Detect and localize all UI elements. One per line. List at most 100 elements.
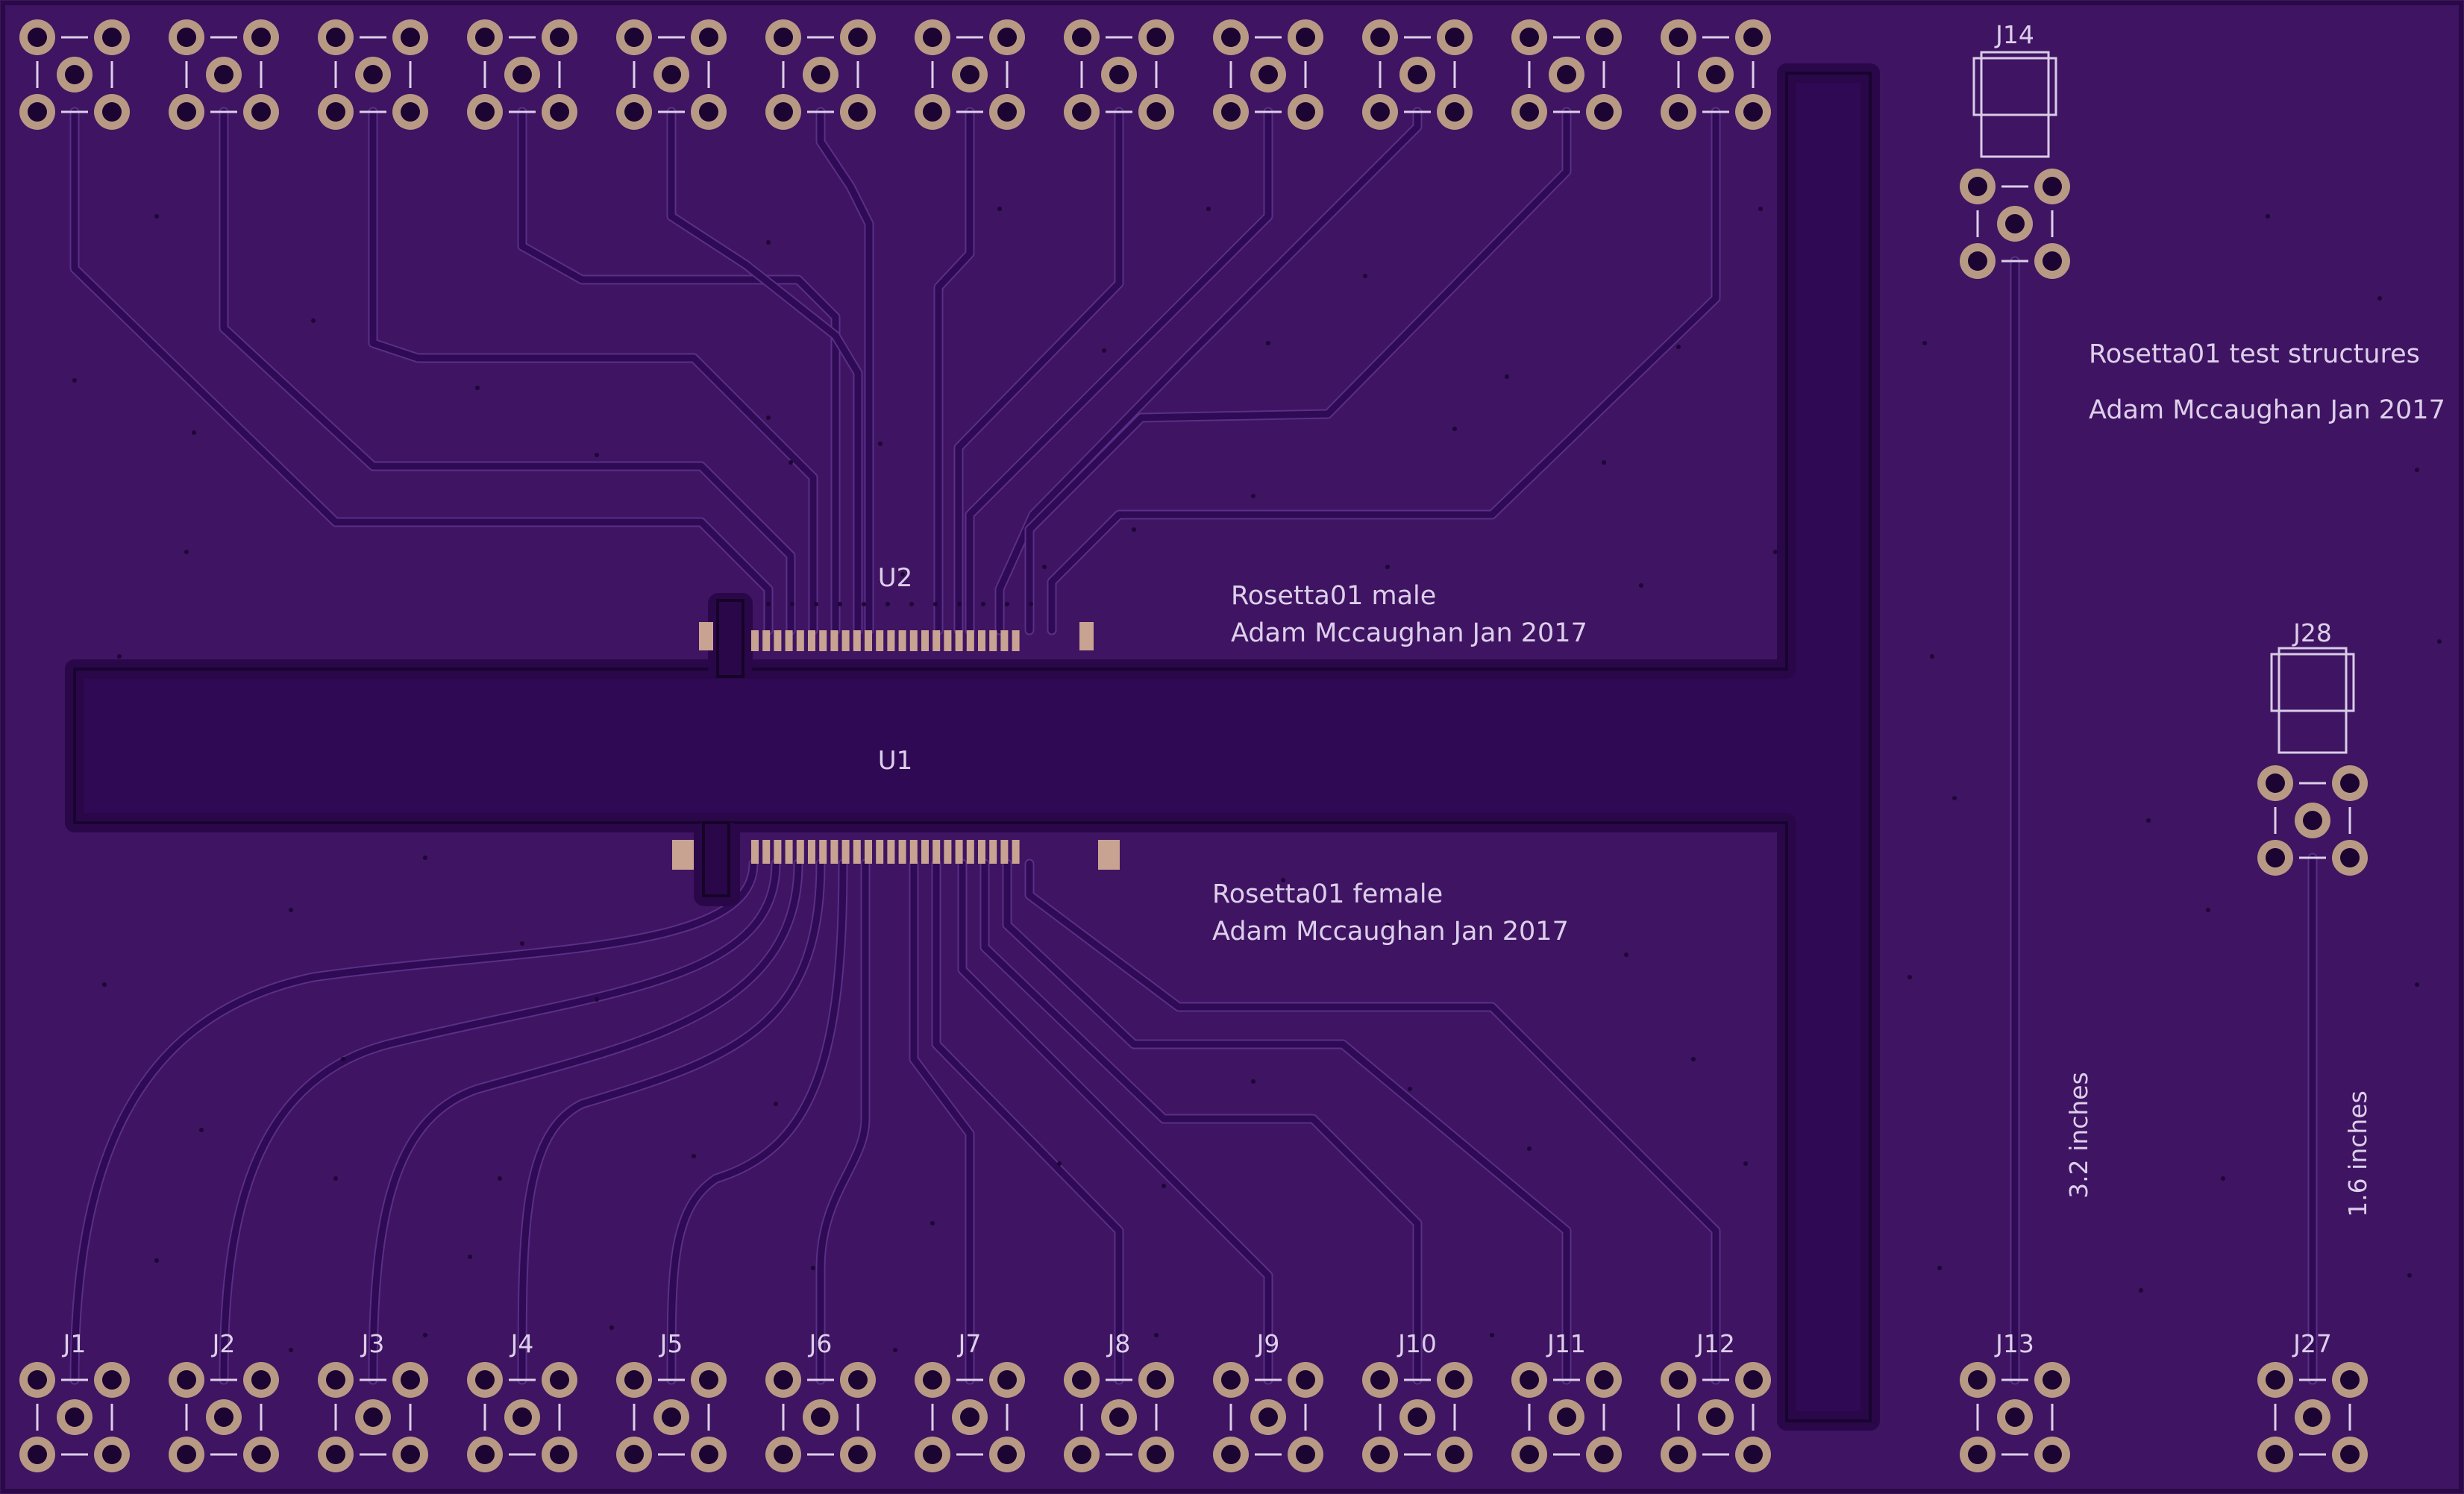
drill-hole-icon bbox=[848, 102, 868, 122]
via-icon bbox=[184, 550, 189, 554]
drill-hole-icon bbox=[1258, 1407, 1278, 1427]
via-icon bbox=[199, 1128, 204, 1132]
via-icon bbox=[2266, 214, 2270, 219]
silk-dashes bbox=[483, 36, 561, 113]
drill-hole-icon bbox=[960, 1407, 979, 1427]
drill-hole-icon bbox=[774, 1370, 793, 1390]
silk-dashes bbox=[185, 36, 263, 113]
copper-trace bbox=[518, 860, 824, 1384]
drill-hole-icon bbox=[997, 102, 1017, 122]
bottom-sma-connector bbox=[318, 1362, 428, 1472]
via-icon bbox=[957, 602, 962, 606]
drill-hole-icon bbox=[1669, 102, 1688, 122]
smd-pad-icon bbox=[921, 630, 929, 651]
silk-dashes bbox=[1379, 1378, 1456, 1456]
drill-hole-icon bbox=[214, 65, 233, 84]
smd-pad-icon bbox=[699, 622, 713, 650]
drill-hole-icon bbox=[512, 65, 532, 84]
via-icon bbox=[2377, 296, 2382, 301]
drill-hole-icon bbox=[662, 1407, 681, 1427]
via-icon bbox=[498, 1176, 502, 1181]
drill-hole-icon bbox=[65, 1407, 84, 1427]
drill-hole-icon bbox=[475, 28, 495, 47]
drill-hole-icon bbox=[1445, 1445, 1464, 1464]
j6-label: J6 bbox=[808, 1329, 833, 1358]
via-icon bbox=[981, 602, 985, 606]
copper-trace bbox=[935, 108, 974, 634]
bottom-sma-connector bbox=[1213, 1362, 1323, 1472]
silk-dashes bbox=[1229, 36, 1307, 113]
u2-connector bbox=[699, 593, 1094, 678]
via-icon bbox=[1251, 1079, 1255, 1084]
via-icon bbox=[2146, 818, 2151, 823]
via-icon bbox=[774, 1102, 778, 1106]
drill-hole-icon bbox=[1520, 102, 1539, 122]
silk-dashes bbox=[931, 1378, 1009, 1456]
top-sma-connector bbox=[915, 19, 1025, 130]
silk-dashes bbox=[185, 1378, 263, 1456]
copper-trace bbox=[1003, 860, 1570, 1384]
via-icon bbox=[2415, 468, 2419, 472]
drill-hole-icon bbox=[2005, 214, 2025, 233]
copper-trace bbox=[220, 108, 794, 634]
top-sma-connector bbox=[169, 19, 279, 130]
drill-hole-icon bbox=[624, 1370, 644, 1390]
j14-sma-connector bbox=[1960, 169, 2070, 279]
drill-hole-icon bbox=[699, 102, 718, 122]
test-author: Adam Mccaughan Jan 2017 bbox=[2089, 395, 2445, 425]
silk-dashes bbox=[2274, 1378, 2351, 1456]
drill-hole-icon bbox=[28, 1370, 47, 1390]
copper-trace bbox=[981, 860, 1421, 1384]
smd-pad-icon bbox=[853, 630, 861, 651]
via-icon bbox=[72, 378, 77, 383]
via-icon bbox=[1266, 341, 1270, 345]
smd-pad-icon bbox=[1012, 630, 1020, 651]
drill-hole-icon bbox=[2303, 811, 2322, 830]
via-icon bbox=[154, 1258, 159, 1263]
silk-dashes bbox=[334, 1378, 412, 1456]
smd-pad-icon bbox=[830, 840, 838, 864]
smd-pad-icon bbox=[909, 630, 918, 651]
via-icon bbox=[1937, 1266, 1942, 1270]
drill-hole-icon bbox=[1370, 1445, 1390, 1464]
male-title: Rosetta01 male bbox=[1231, 581, 1436, 611]
smd-pad-icon bbox=[785, 630, 793, 651]
smd-pad-icon bbox=[944, 630, 952, 651]
bottom-sma-connector bbox=[765, 1362, 876, 1472]
via-icon bbox=[933, 602, 938, 606]
j14-label: J14 bbox=[1994, 20, 2034, 49]
via-icon bbox=[878, 442, 883, 446]
drill-hole-icon bbox=[1408, 1407, 1427, 1427]
smd-pad-icon bbox=[785, 840, 793, 864]
drill-hole-icon bbox=[923, 102, 942, 122]
copper-trace bbox=[518, 108, 839, 634]
j5-label: J5 bbox=[659, 1329, 683, 1358]
via-icon bbox=[1527, 1146, 1532, 1151]
via-icon bbox=[192, 430, 196, 435]
smd-pad-icon bbox=[762, 630, 771, 651]
silk-dashes bbox=[782, 36, 859, 113]
via-icon bbox=[1624, 952, 1628, 957]
copper-trace bbox=[220, 860, 780, 1384]
drill-hole-icon bbox=[1221, 1370, 1241, 1390]
drill-hole-icon bbox=[997, 1445, 1017, 1464]
drill-hole-icon bbox=[1669, 1370, 1688, 1390]
drill-hole-icon bbox=[363, 1407, 383, 1427]
smd-pad-icon bbox=[865, 840, 872, 864]
silk-dashes bbox=[1976, 185, 2054, 263]
drill-hole-icon bbox=[401, 28, 420, 47]
via-icon bbox=[900, 572, 905, 577]
drill-hole-icon bbox=[1520, 28, 1539, 47]
drill-hole-icon bbox=[699, 1370, 718, 1390]
dimension-short: 1.6 inches bbox=[2343, 1090, 2372, 1217]
drill-hole-icon bbox=[550, 1370, 569, 1390]
drill-hole-icon bbox=[1147, 28, 1166, 47]
via-icon bbox=[1251, 494, 1255, 498]
drill-hole-icon bbox=[1221, 28, 1241, 47]
via-icon bbox=[838, 602, 842, 606]
smd-pad-icon bbox=[898, 840, 906, 864]
drill-hole-icon bbox=[251, 102, 271, 122]
drill-hole-icon bbox=[811, 65, 830, 84]
smd-pad-icon bbox=[819, 840, 827, 864]
silk-dashes bbox=[334, 36, 412, 113]
